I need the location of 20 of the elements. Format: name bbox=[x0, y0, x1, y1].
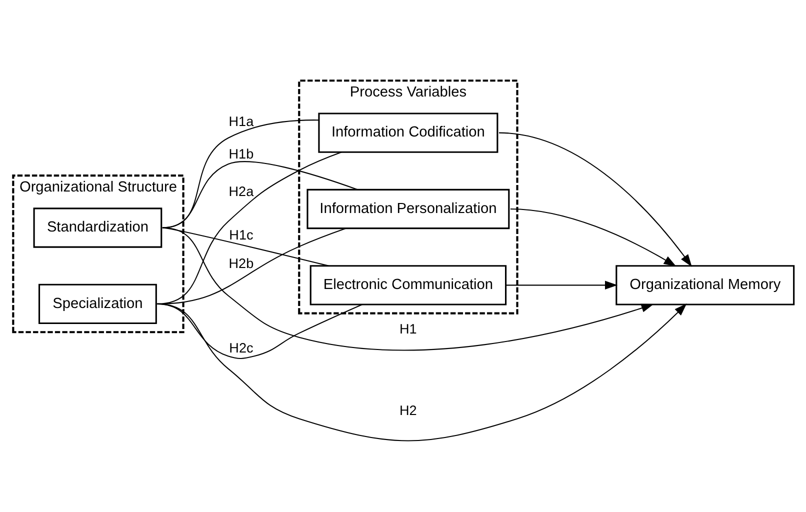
node-box: Information Codification bbox=[318, 112, 498, 152]
edge-label: H1 bbox=[399, 321, 416, 336]
arrow bbox=[506, 280, 618, 290]
arrow bbox=[162, 226, 654, 350]
edge-label: H2b bbox=[228, 255, 254, 270]
edge-label: H1b bbox=[228, 146, 254, 161]
edge-label: H1c bbox=[228, 227, 253, 242]
edge-label: H2a bbox=[228, 183, 254, 198]
node-box: Standardization bbox=[32, 207, 162, 248]
edge-label: H2 bbox=[399, 402, 416, 418]
node-box: Electronic Communication bbox=[309, 264, 506, 305]
arrow bbox=[510, 208, 676, 266]
edge-label: H1a bbox=[228, 113, 254, 128]
edge-label: H2c bbox=[228, 340, 253, 355]
connector bbox=[162, 160, 358, 228]
arrow bbox=[498, 132, 692, 266]
node-box: Specialization bbox=[38, 283, 156, 324]
node-box: Organizational Memory bbox=[615, 264, 794, 305]
node-box: Information Personalization bbox=[306, 188, 510, 229]
arrow bbox=[156, 302, 686, 441]
